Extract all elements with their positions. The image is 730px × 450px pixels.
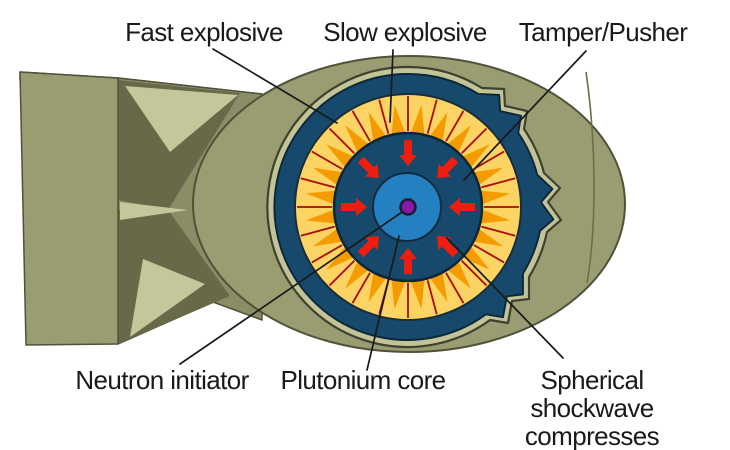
slow-explosive-lens xyxy=(447,125,471,153)
tail-fin-assembly xyxy=(19,71,263,346)
detonator-line xyxy=(426,99,438,134)
shockwave-arrows xyxy=(341,140,475,274)
detonator-line xyxy=(311,244,343,264)
detonator-line xyxy=(328,127,355,154)
slow-explosive-lens xyxy=(312,228,343,247)
detonator-line xyxy=(378,99,390,134)
slow-explosive-lenses xyxy=(305,104,511,310)
shockwave-arrow xyxy=(357,156,379,178)
leader-fast-explosive xyxy=(212,48,338,124)
leader-lines xyxy=(179,48,587,371)
slow-explosive-lens xyxy=(305,190,336,205)
label-spherical-shockwave-line1: Spherical shockwave xyxy=(530,365,654,424)
slow-explosive-lens xyxy=(312,167,343,186)
neutron-initiator-dot xyxy=(399,198,417,216)
detonator-line xyxy=(426,280,438,315)
slow-explosive-lens xyxy=(480,209,511,224)
slow-explosive-lens xyxy=(326,246,354,270)
slow-explosive-lens xyxy=(410,104,425,135)
label-spherical-shockwave: Spherical shockwave compresses core xyxy=(523,366,661,450)
detonator-line xyxy=(300,225,335,237)
slow-explosive-lens xyxy=(429,272,448,303)
detonator-line xyxy=(481,177,516,189)
slow-explosive-lens xyxy=(480,190,511,205)
slow-explosive-lens xyxy=(391,279,406,310)
detonator-line xyxy=(481,225,516,237)
shockwave-arrow xyxy=(449,198,475,216)
detonator-line xyxy=(461,127,488,154)
slow-explosive-lens xyxy=(462,246,490,270)
slow-explosive-lens xyxy=(345,125,369,153)
tail-front-face xyxy=(19,71,119,346)
leader-slow-explosive xyxy=(389,49,394,123)
slow-explosive-lens xyxy=(391,104,406,135)
slow-explosive-lens xyxy=(305,209,336,224)
detonator-line xyxy=(328,260,355,287)
leader-spherical-shockwave xyxy=(446,237,564,359)
detonator-line xyxy=(445,110,465,142)
label-neutron-initiator: Neutron initiator xyxy=(75,365,249,395)
label-plutonium-core: Plutonium core xyxy=(280,365,446,395)
leader-tamper-pusher xyxy=(463,50,587,181)
casing-panel-seam xyxy=(585,71,595,284)
shockwave-arrow xyxy=(399,140,417,166)
detonator-line xyxy=(300,177,335,189)
slow-explosive-lens xyxy=(473,228,504,247)
detonator-line xyxy=(351,110,371,142)
detonator-line xyxy=(445,272,465,304)
tail-fin-highlight-top xyxy=(125,86,238,152)
shockwave-arrow xyxy=(357,236,379,258)
slow-explosive-lens xyxy=(473,167,504,186)
leader-plutonium-core xyxy=(366,235,400,371)
slow-explosive-lens xyxy=(326,144,354,168)
label-tamper-pusher: Tamper/Pusher xyxy=(518,17,688,47)
label-slow-explosive: Slow explosive xyxy=(323,17,487,47)
slow-explosive-lens xyxy=(368,272,387,303)
detonator-line xyxy=(311,150,343,170)
detonator-line xyxy=(473,150,505,170)
shockwave-arrow xyxy=(341,198,367,216)
shockwave-arrow xyxy=(437,156,459,178)
slow-explosive-lens xyxy=(462,144,490,168)
tail-fin-highlight-mid xyxy=(120,202,188,220)
detonator-line xyxy=(351,272,371,304)
slow-explosive-lens xyxy=(447,261,471,289)
detonator-line xyxy=(473,244,505,264)
slow-explosive-lens xyxy=(429,111,448,142)
label-fast-explosive: Fast explosive xyxy=(125,17,283,47)
slow-explosive-lens xyxy=(368,111,387,142)
label-spherical-shockwave-line2: compresses core xyxy=(524,421,660,450)
shockwave-arrow xyxy=(437,236,459,258)
slow-explosive-lens xyxy=(345,261,369,289)
slow-explosive-lens xyxy=(410,279,425,310)
shockwave-arrow xyxy=(399,248,417,274)
detonator-lines xyxy=(297,96,519,318)
tail-fin-highlight-bottom xyxy=(130,259,205,337)
leader-neutron-initiator xyxy=(179,207,409,365)
detonator-line xyxy=(461,260,488,287)
